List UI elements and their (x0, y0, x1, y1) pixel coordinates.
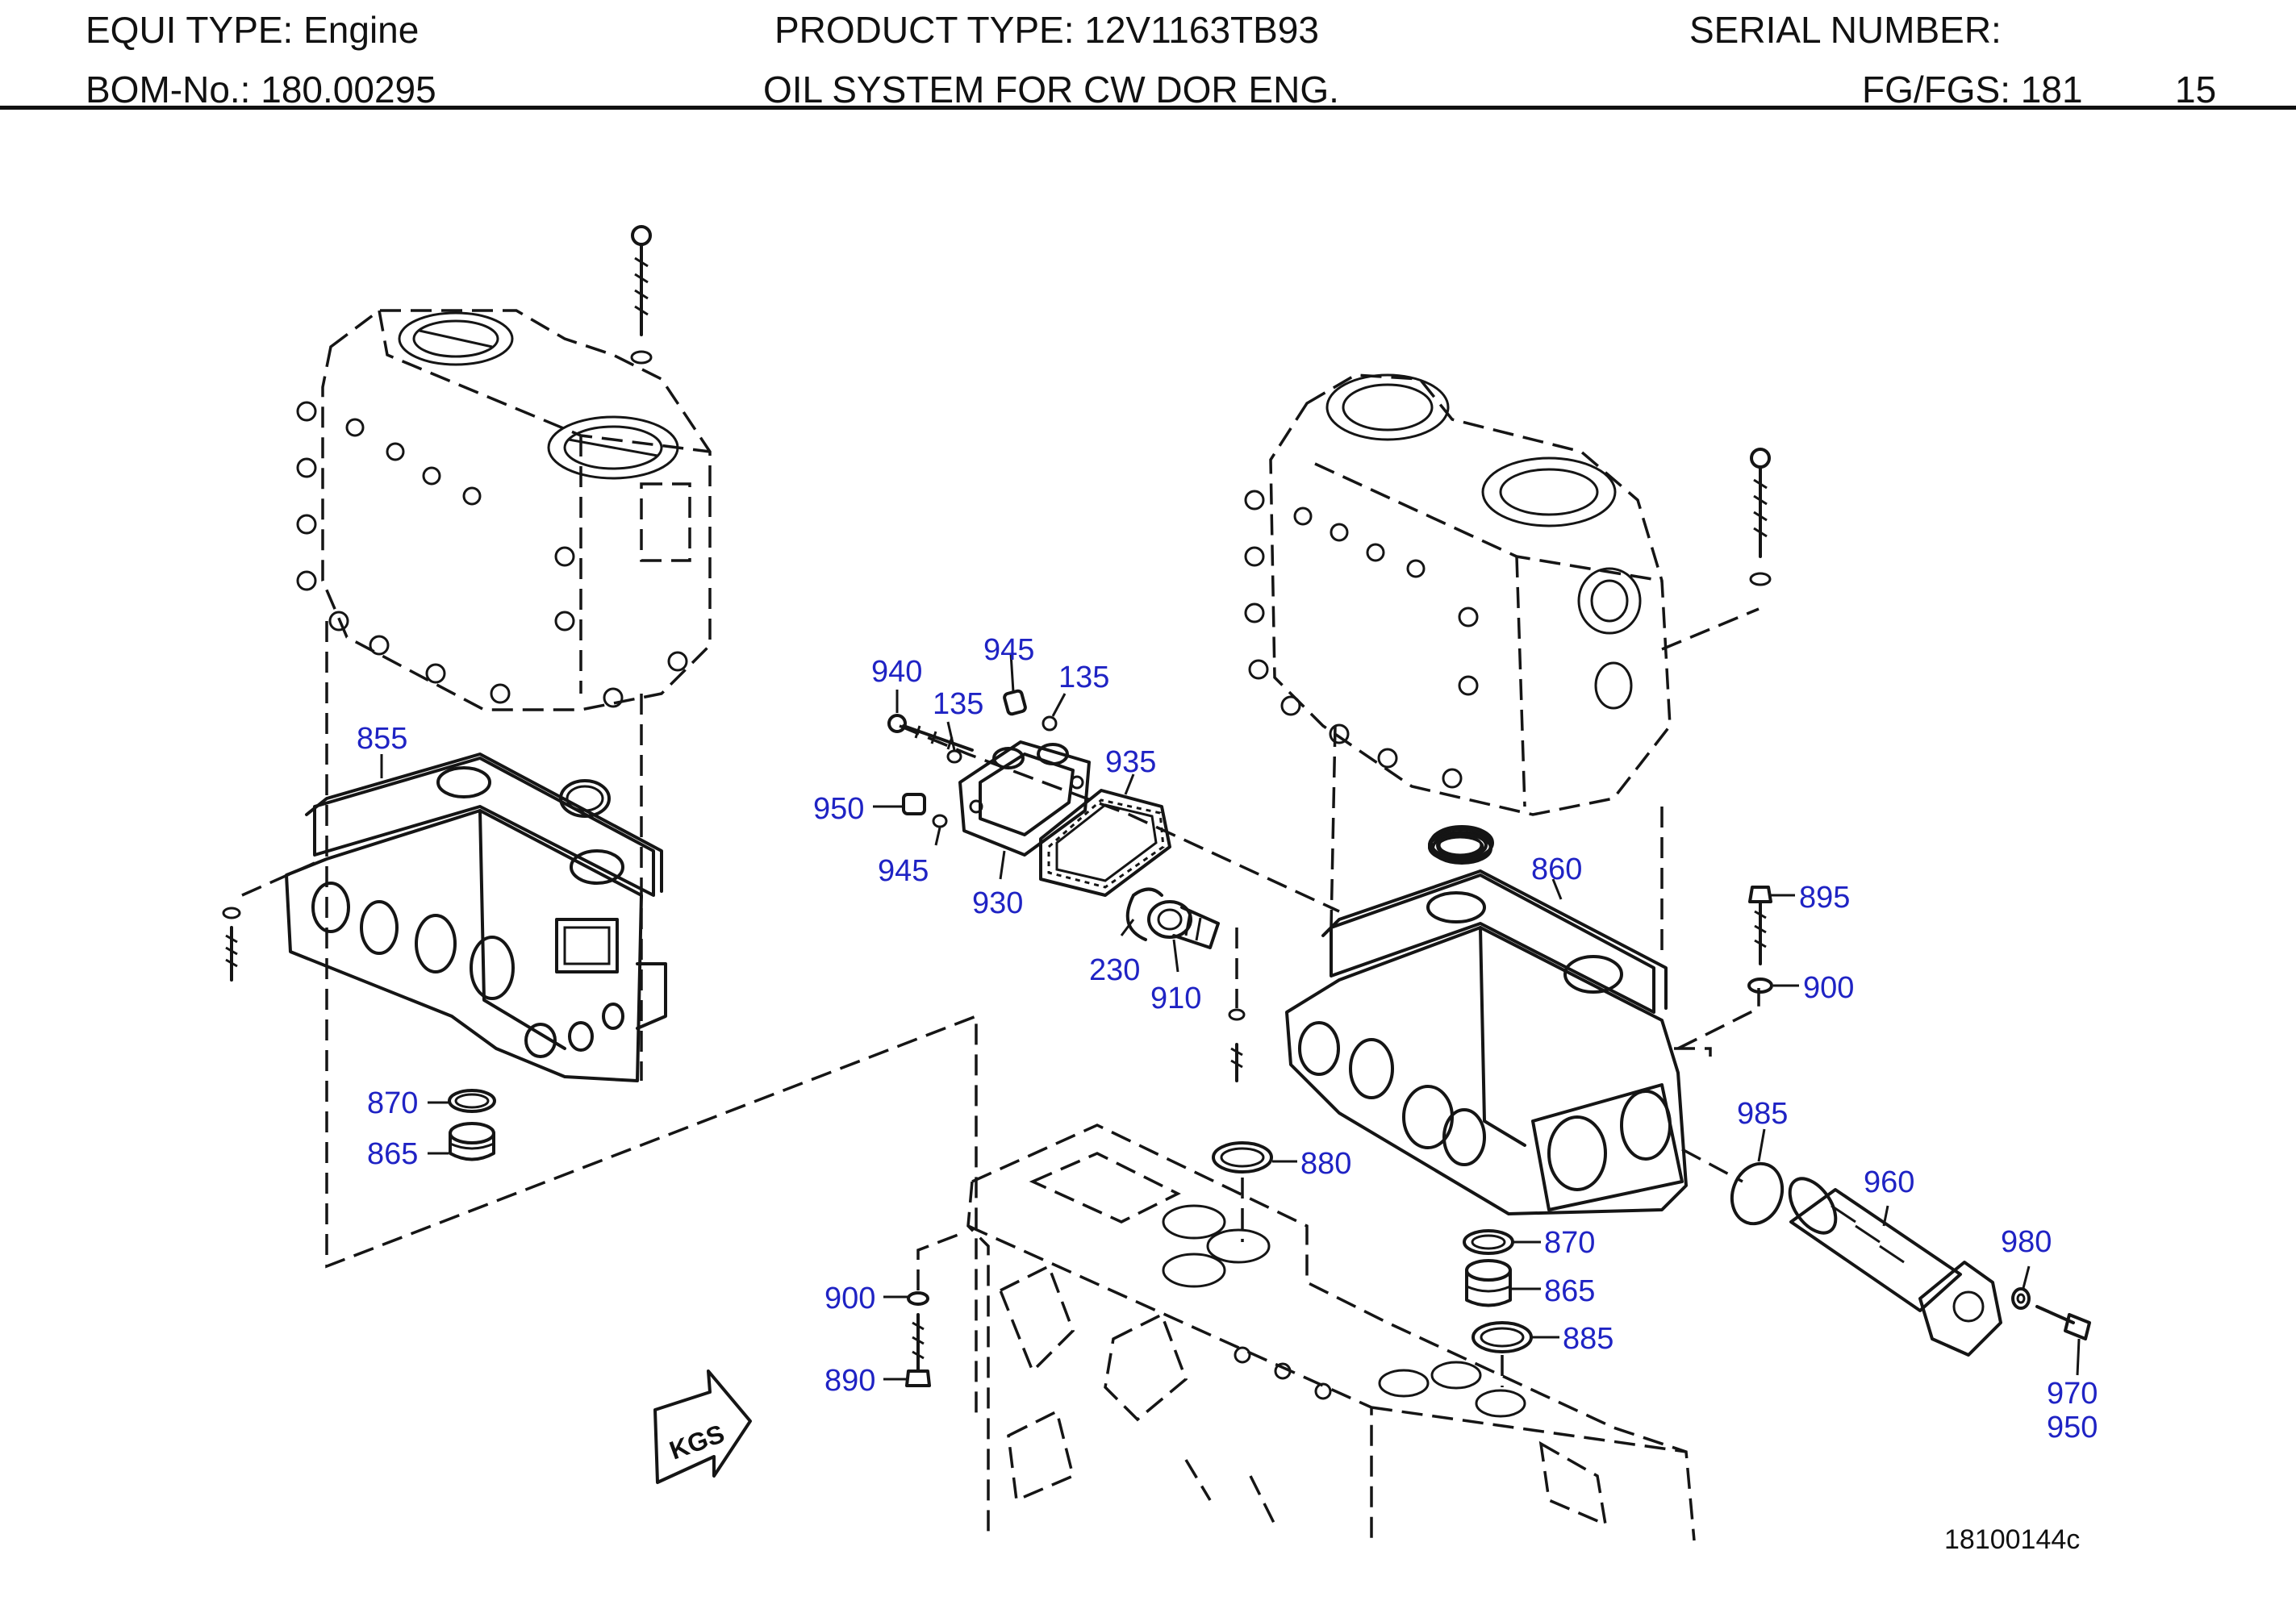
seal-ring-885 (1472, 1321, 1533, 1353)
snap-ring-230 (1125, 887, 1163, 941)
callout-135: 135 (933, 687, 983, 721)
callout-860: 860 (1531, 853, 1582, 886)
header-rule (0, 106, 2296, 110)
bolt-890-washer-900 (905, 1232, 961, 1387)
kgs-label: KGS (666, 1419, 728, 1465)
product-type: PRODUCT TYPE: 12V1163TB93 (774, 9, 1319, 51)
fg-fgs: FG/FGS: 181 (1862, 69, 2083, 110)
callout-985: 985 (1737, 1097, 1788, 1131)
right-oring-at-1045 (1430, 825, 1494, 861)
callout-935: 935 (1105, 745, 1156, 779)
left-filter-housing-855 (285, 752, 667, 1082)
equi-type: EQUI TYPE: Engine (86, 9, 420, 51)
left-oring-870-plug-865 (448, 1089, 496, 1161)
callout-890: 890 (824, 1364, 875, 1398)
assembly-description: OIL SYSTEM FOR CW DOR ENG. (763, 69, 1339, 110)
callout-980: 980 (2001, 1225, 2052, 1259)
callout-135: 135 (1058, 661, 1109, 694)
left-cooler-housing (296, 309, 712, 711)
callout-910: 910 (1150, 982, 1201, 1015)
crankcase-block (966, 1124, 1696, 1541)
callout-945: 945 (983, 633, 1034, 667)
fg-sub-number: 15 (2175, 69, 2217, 110)
callout-865: 865 (367, 1137, 418, 1171)
callout-945: 945 (878, 854, 929, 888)
filter-element-960 (1788, 1177, 2002, 1357)
right-oring-870-plug-865 (1463, 1229, 1514, 1307)
washer-980-bolt-970 (2011, 1287, 2091, 1340)
left-top-bolt (630, 225, 653, 365)
center-cover-930 (958, 740, 1091, 857)
callout-930: 930 (972, 886, 1023, 920)
callout-970: 970 (2047, 1377, 2098, 1411)
seal-ring-880 (1212, 1141, 1273, 1174)
callout-960: 960 (1864, 1165, 1914, 1199)
callout-230: 230 (1089, 953, 1140, 987)
leader-lines (380, 652, 2081, 1381)
callout-950: 950 (2047, 1411, 2098, 1444)
serial-number-label: SERIAL NUMBER: (1689, 9, 2002, 51)
callout-950: 950 (813, 792, 864, 826)
right-top-seal-ring (1436, 832, 1488, 858)
callout-900: 900 (1803, 971, 1854, 1005)
bom-number: BOM-No.: 180.00295 (86, 69, 436, 110)
bolt-895-washer-900 (1747, 886, 1773, 994)
right-top-bolt (1749, 448, 1772, 586)
small-center-bolt (1228, 928, 1246, 1082)
right-side-guide (1677, 988, 1760, 1050)
oring-985 (1730, 1161, 1785, 1226)
callout-865: 865 (1544, 1274, 1595, 1308)
callout-895: 895 (1799, 881, 1850, 915)
center-axis-line (899, 724, 1340, 913)
callout-870: 870 (1544, 1226, 1595, 1260)
valve-910 (1147, 900, 1220, 949)
callout-940: 940 (871, 655, 922, 689)
callout-900: 900 (824, 1282, 875, 1315)
callout-labels: 940 945 135 135 935 950 945 930 230 910 … (357, 633, 2098, 1444)
callout-880: 880 (1300, 1147, 1351, 1181)
right-housing-guide (1330, 725, 1337, 928)
right-filter-housing-860 (1285, 831, 1712, 1215)
filter-axis-line (1681, 1148, 1743, 1183)
right-cooler-bolt-guide (1661, 607, 1760, 651)
kgs-direction-arrow: KGS (653, 1369, 752, 1484)
callout-885: 885 (1563, 1322, 1613, 1356)
callout-870: 870 (367, 1086, 418, 1120)
drawing-number: 18100144c (1944, 1524, 2080, 1555)
right-cooler-housing (1244, 373, 1672, 816)
left-side-bolts (222, 621, 978, 1419)
callout-855: 855 (357, 722, 407, 756)
